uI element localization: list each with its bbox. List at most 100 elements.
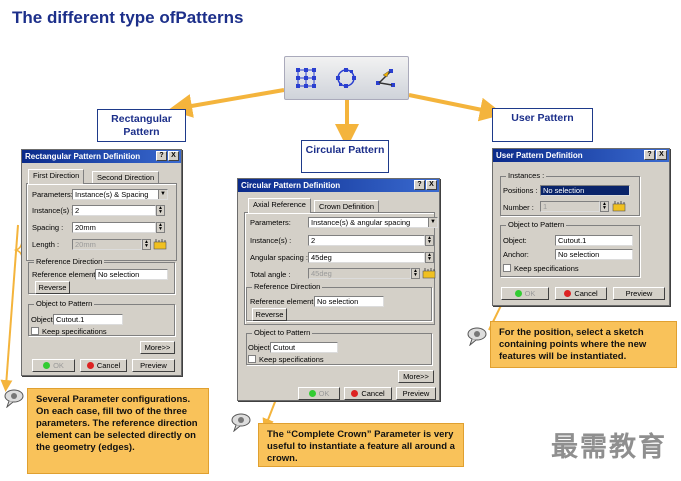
object-to-pattern-group: Object to Pattern: [500, 220, 640, 277]
number-spinner[interactable]: ▲▼: [600, 201, 609, 212]
keep-specifications-checkbox[interactable]: [31, 327, 39, 335]
instances-input[interactable]: 2: [72, 205, 156, 216]
cancel-label: Cancel: [361, 389, 385, 398]
cancel-icon: [564, 290, 572, 297]
parameters-select-value: Instance(s) & Spacing: [75, 190, 149, 199]
keep-specifications-label: Keep specifications: [42, 327, 107, 336]
parameters-label: Parameters:: [250, 218, 291, 227]
ok-button[interactable]: OK: [298, 387, 340, 400]
keep-specifications-checkbox[interactable]: [503, 264, 511, 272]
help-button[interactable]: ?: [156, 151, 167, 161]
page-title: The different type ofPatterns: [12, 8, 244, 27]
more-button[interactable]: More>>: [140, 341, 175, 354]
instances-group: Instances :: [500, 171, 640, 216]
instances-group-label: Instances :: [506, 171, 547, 180]
reference-element-field[interactable]: No selection: [314, 296, 384, 307]
object-field[interactable]: Cutout.1: [53, 314, 123, 325]
cancel-label: Cancel: [574, 289, 598, 298]
parameters-select[interactable]: Instance(s) & angular spacing ▼: [308, 217, 438, 228]
object-label: Object:: [503, 236, 527, 245]
circular-pattern-dialog: Circular Pattern Definition ? X Axial Re…: [237, 178, 440, 401]
ok-icon: [514, 290, 522, 297]
help-button[interactable]: ?: [414, 180, 425, 190]
cancel-button[interactable]: Cancel: [344, 387, 392, 400]
arrow-to-rectangular: [168, 88, 285, 118]
dialog-title-bar: Circular Pattern Definition ? X: [238, 179, 439, 192]
preview-button[interactable]: Preview: [132, 359, 175, 372]
close-button[interactable]: X: [426, 180, 437, 190]
positions-field[interactable]: No selection: [540, 185, 630, 196]
arrow-to-left-note: [0, 224, 19, 392]
preview-button[interactable]: Preview: [613, 287, 665, 300]
keep-specifications-label: Keep specifications: [514, 264, 579, 273]
number-label: Number :: [503, 203, 534, 212]
object-field[interactable]: Cutout.1: [555, 235, 633, 246]
object-to-pattern-label: Object to Pattern: [506, 220, 567, 229]
length-input[interactable]: 20mm: [72, 239, 142, 250]
parameters-select-value: Instance(s) & angular spacing: [311, 218, 411, 227]
cancel-icon: [351, 390, 359, 397]
angular-spacing-spinner[interactable]: ▲▼: [425, 252, 434, 263]
cancel-button[interactable]: Cancel: [555, 287, 607, 300]
ok-icon: [43, 362, 51, 369]
measure-icon[interactable]: [422, 266, 436, 280]
chevron-down-icon[interactable]: ▼: [428, 218, 437, 227]
reference-element-field[interactable]: No selection: [95, 269, 168, 280]
dialog-title-bar: User Pattern Definition ? X: [493, 149, 669, 162]
spacing-label: Spacing :: [32, 223, 64, 232]
close-button[interactable]: X: [656, 150, 667, 160]
middle-note: The “Complete Crown” Parameter is very u…: [258, 423, 464, 467]
user-pattern-icon[interactable]: [373, 65, 399, 91]
tab-second-direction[interactable]: Second Direction: [92, 171, 160, 184]
ok-label: OK: [524, 289, 536, 298]
anchor-label: Anchor:: [503, 250, 529, 259]
anchor-field[interactable]: No selection: [555, 249, 633, 260]
rectangular-pattern-icon[interactable]: [293, 65, 319, 91]
dialog-title: Rectangular Pattern Definition: [25, 152, 141, 161]
parameters-select[interactable]: Instance(s) & Spacing ▼: [72, 189, 168, 200]
ok-button[interactable]: OK: [32, 359, 75, 372]
spacing-input[interactable]: 20mm: [72, 222, 156, 233]
length-spinner[interactable]: ▲▼: [142, 239, 151, 250]
tab-crown-definition[interactable]: Crown Definition: [314, 200, 380, 213]
help-button[interactable]: ?: [644, 150, 655, 160]
parameters-label: Parameters:: [32, 190, 73, 199]
instances-spinner[interactable]: ▲▼: [156, 205, 165, 216]
tab-axial-reference[interactable]: Axial Reference: [248, 198, 311, 213]
reference-direction-group: Reference Direction: [28, 257, 175, 294]
ok-icon: [308, 390, 316, 397]
total-angle-input[interactable]: 45deg: [308, 268, 411, 279]
instances-input[interactable]: 2: [308, 235, 425, 246]
close-button[interactable]: X: [168, 151, 179, 161]
reverse-button[interactable]: Reverse: [252, 308, 287, 321]
measure-icon[interactable]: [153, 237, 167, 251]
user-pattern-label-text: User Pattern: [511, 112, 574, 124]
circular-pattern-icon[interactable]: [333, 65, 359, 91]
length-label: Length :: [32, 240, 60, 249]
reference-direction-label: Reference Direction: [252, 282, 323, 291]
tab-panel: [244, 212, 435, 325]
right-note: For the position, select a sketch contai…: [490, 321, 677, 368]
ok-button[interactable]: OK: [501, 287, 549, 300]
more-button[interactable]: More>>: [398, 370, 434, 383]
total-angle-spinner[interactable]: ▲▼: [411, 268, 420, 279]
reference-direction-group: Reference Direction: [246, 282, 432, 321]
object-field[interactable]: Cutout: [270, 342, 338, 353]
instances-label: Instance(s) :: [32, 206, 74, 215]
tab-first-direction[interactable]: First Direction: [28, 169, 85, 184]
keep-specifications-checkbox[interactable]: [248, 355, 256, 363]
reverse-button[interactable]: Reverse: [35, 281, 70, 294]
measure-icon[interactable]: [612, 199, 626, 213]
object-to-pattern-group: Object to Pattern: [246, 328, 432, 365]
spacing-spinner[interactable]: ▲▼: [156, 222, 165, 233]
cancel-button[interactable]: Cancel: [80, 359, 127, 372]
positions-label: Positions :: [503, 186, 538, 195]
cancel-icon: [86, 362, 94, 369]
dialog-title-bar: Rectangular Pattern Definition ? X: [22, 150, 181, 163]
instances-spinner[interactable]: ▲▼: [425, 235, 434, 246]
preview-button[interactable]: Preview: [396, 387, 436, 400]
chevron-down-icon[interactable]: ▼: [158, 190, 167, 199]
reference-element-label: Reference element:: [250, 297, 316, 306]
angular-spacing-input[interactable]: 45deg: [308, 252, 425, 263]
number-input[interactable]: 1: [540, 201, 600, 212]
